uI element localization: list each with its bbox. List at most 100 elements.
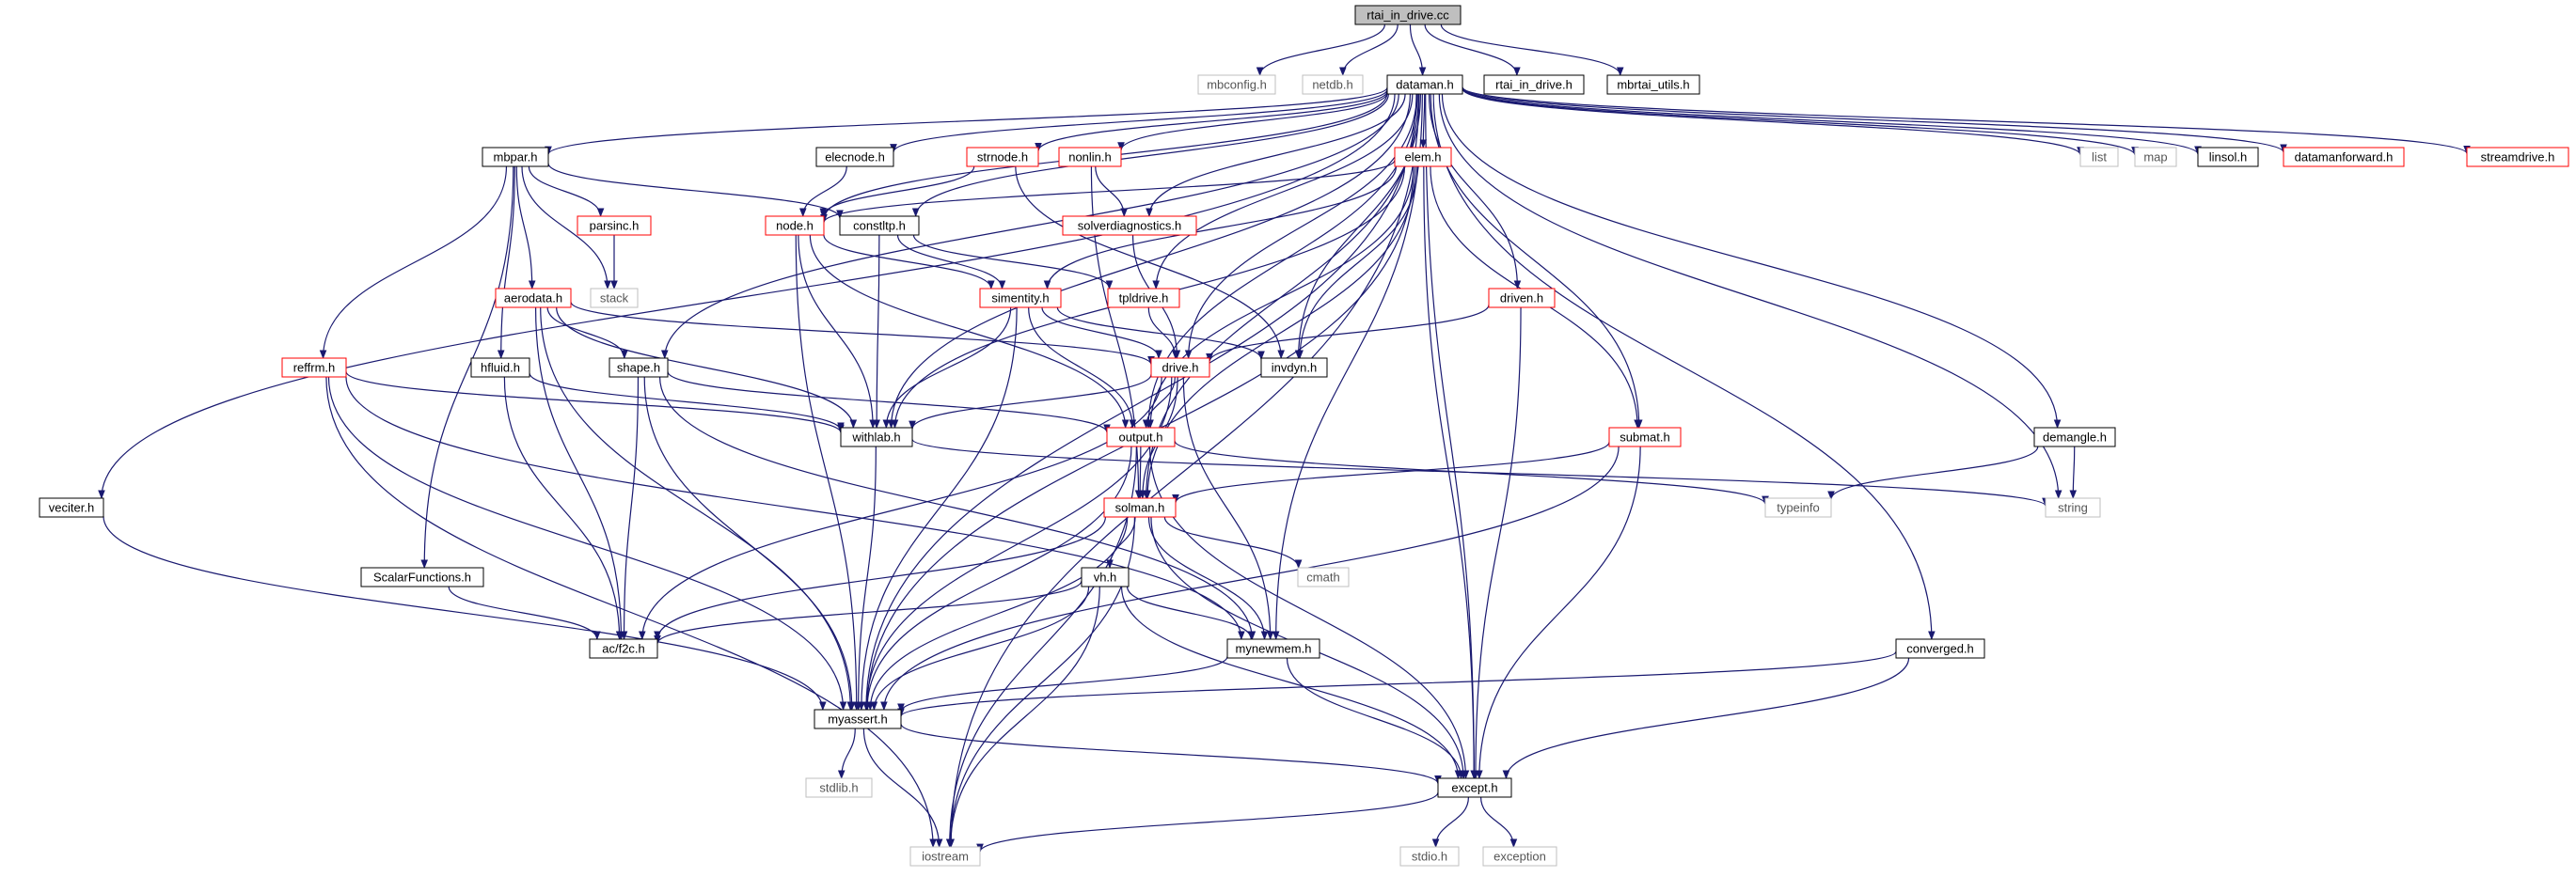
node-label: converged.h bbox=[1906, 642, 1974, 656]
node-strnode-h[interactable]: strnode.h bbox=[966, 147, 1039, 167]
edge-shape-h-to-ac-f2c-h bbox=[620, 376, 640, 640]
node-stack: stack bbox=[590, 288, 639, 308]
edge-vh-h-to-iostream bbox=[946, 586, 1100, 848]
node-list: list bbox=[2079, 147, 2119, 167]
node-simentity-h[interactable]: simentity.h bbox=[979, 288, 1062, 308]
node-label: mbrtai_utils.h bbox=[1617, 78, 1689, 92]
edge-mbpar-h-to-constltp-h bbox=[547, 163, 844, 220]
edge-dataman-h-to-withlab-h bbox=[887, 93, 1412, 429]
node-veciter-h[interactable]: veciter.h bbox=[39, 497, 104, 518]
node-scalarfunctions-h[interactable]: ScalarFunctions.h bbox=[360, 567, 484, 587]
node-invdyn-h[interactable]: invdyn.h bbox=[1260, 357, 1328, 378]
node-label: demangle.h bbox=[2043, 431, 2107, 445]
node-box bbox=[1488, 288, 1556, 308]
node-vh-h[interactable]: vh.h bbox=[1081, 567, 1130, 587]
node-datamanforward-h[interactable]: datamanforward.h bbox=[2283, 147, 2405, 167]
node-label: parsinc.h bbox=[590, 219, 640, 233]
node-label: stdlib.h bbox=[819, 781, 858, 795]
node-mynewmem-h[interactable]: mynewmem.h bbox=[1226, 638, 1320, 659]
node-label: exception bbox=[1493, 850, 1546, 864]
node-parsinc-h[interactable]: parsinc.h bbox=[577, 215, 652, 236]
node-box bbox=[1399, 846, 1460, 867]
edge-driven-h-to-drive-h bbox=[1206, 304, 1490, 363]
node-demangle-h[interactable]: demangle.h bbox=[2033, 427, 2116, 447]
node-label: rtai_in_drive.cc bbox=[1367, 8, 1449, 23]
edge-dataman-h-to-streamdrive-h bbox=[1462, 86, 2471, 155]
edge-strnode-h-to-node-h bbox=[819, 165, 975, 217]
edge-constltp-h-to-tpldrive-h bbox=[912, 234, 1114, 290]
node-ac-f2c-h[interactable]: ac/f2c.h bbox=[589, 638, 658, 659]
edge-dataman-h-to-myassert-h bbox=[862, 93, 1417, 711]
edge-dataman-h-to-nonlin-h bbox=[1117, 92, 1388, 151]
node-nonlin-h[interactable]: nonlin.h bbox=[1058, 147, 1122, 167]
node-submat-h[interactable]: submat.h bbox=[1608, 427, 1682, 447]
node-mbrtai-utils-h[interactable]: mbrtai_utils.h bbox=[1606, 74, 1700, 95]
edge-converged-h-to-myassert-h bbox=[897, 650, 1897, 717]
node-elecnode-h[interactable]: elecnode.h bbox=[815, 147, 894, 167]
node-box bbox=[1606, 74, 1700, 95]
node-label: reffrm.h bbox=[293, 361, 336, 375]
edge-drive-h-to-mynewmem-h bbox=[1182, 376, 1274, 640]
node-except-h[interactable]: except.h bbox=[1437, 777, 1512, 798]
node-drive-h[interactable]: drive.h bbox=[1150, 357, 1210, 378]
edge-dataman-h-to-string bbox=[1438, 93, 2062, 499]
node-driven-h[interactable]: driven.h bbox=[1488, 288, 1556, 308]
edge-drive-h-to-output-h bbox=[1142, 376, 1176, 429]
node-node-h[interactable]: node.h bbox=[765, 215, 825, 236]
node-linsol-h[interactable]: linsol.h bbox=[2197, 147, 2259, 167]
node-box bbox=[814, 709, 902, 729]
edge-vh-h-to-mynewmem-h bbox=[1126, 586, 1256, 640]
node-tpldrive-h[interactable]: tpldrive.h bbox=[1107, 288, 1180, 308]
node-rtai-in-drive-cc[interactable]: rtai_in_drive.cc bbox=[1354, 5, 1462, 25]
edge-myassert-h-to-iostream bbox=[862, 728, 943, 848]
edge-mbpar-h-to-hfluid-h bbox=[497, 165, 515, 359]
node-solverdiagnostics-h[interactable]: solverdiagnostics.h bbox=[1062, 215, 1197, 236]
node-mbpar-h[interactable]: mbpar.h bbox=[482, 147, 549, 167]
node-box bbox=[839, 215, 920, 236]
node-box bbox=[1895, 638, 1985, 659]
edge-drive-h-to-ac-f2c-h bbox=[638, 376, 1162, 640]
node-stdio-h: stdio.h bbox=[1399, 846, 1460, 867]
edge-dataman-h-to-converged-h bbox=[1432, 93, 1936, 640]
edge-dataman-h-to-list bbox=[1462, 88, 2084, 156]
node-label: string bbox=[2058, 501, 2088, 515]
node-cmath: cmath bbox=[1297, 567, 1350, 587]
node-myassert-h[interactable]: myassert.h bbox=[814, 709, 902, 729]
node-reffrm-h[interactable]: reffrm.h bbox=[281, 357, 347, 378]
node-box bbox=[2033, 427, 2116, 447]
edge-hfluid-h-to-ac-f2c-h bbox=[503, 376, 624, 640]
edge-simentity-h-to-output-h bbox=[1028, 306, 1137, 429]
edge-solman-h-to-vh-h bbox=[1106, 516, 1136, 569]
node-solman-h[interactable]: solman.h bbox=[1103, 497, 1177, 518]
edge-node-h-to-myassert-h bbox=[795, 234, 861, 711]
node-label: stack bbox=[600, 291, 629, 305]
node-streamdrive-h[interactable]: streamdrive.h bbox=[2466, 147, 2569, 167]
node-box bbox=[1394, 147, 1452, 167]
edge-mbpar-h-to-scalarfunctions-h bbox=[420, 165, 514, 569]
node-aerodata-h[interactable]: aerodata.h bbox=[495, 288, 572, 308]
edge-aerodata-h-to-ac-f2c-h bbox=[534, 306, 625, 640]
edge-myassert-h-to-stdlib-h bbox=[837, 728, 856, 779]
node-output-h[interactable]: output.h bbox=[1106, 427, 1176, 447]
node-label: veciter.h bbox=[49, 501, 94, 515]
node-label: iostream bbox=[922, 850, 969, 864]
node-box bbox=[1260, 357, 1328, 378]
edge-demangle-h-to-typeinfo bbox=[1827, 446, 2039, 501]
node-shape-h[interactable]: shape.h bbox=[608, 357, 669, 378]
node-constltp-h[interactable]: constltp.h bbox=[839, 215, 920, 236]
node-mbconfig-h: mbconfig.h bbox=[1197, 74, 1276, 95]
node-rtai-in-drive-h[interactable]: rtai_in_drive.h bbox=[1483, 74, 1585, 95]
edge-dataman-h-to-driven-h bbox=[1428, 93, 1522, 290]
node-withlab-h[interactable]: withlab.h bbox=[840, 427, 913, 447]
edge-elem-h-to-output-h bbox=[1146, 165, 1414, 429]
node-hfluid-h[interactable]: hfluid.h bbox=[470, 357, 530, 378]
node-elem-h[interactable]: elem.h bbox=[1394, 147, 1452, 167]
node-dataman-h[interactable]: dataman.h bbox=[1386, 74, 1463, 95]
edge-reffrm-h-to-withlab-h bbox=[345, 370, 845, 434]
node-label: linsol.h bbox=[2209, 150, 2247, 164]
edge-output-h-to-solman-h bbox=[1136, 446, 1144, 499]
edge-except-h-to-stdio-h bbox=[1431, 796, 1470, 848]
node-converged-h[interactable]: converged.h bbox=[1895, 638, 1985, 659]
node-box bbox=[360, 567, 484, 587]
edge-scalarfunctions-h-to-ac-f2c-h bbox=[448, 586, 601, 640]
